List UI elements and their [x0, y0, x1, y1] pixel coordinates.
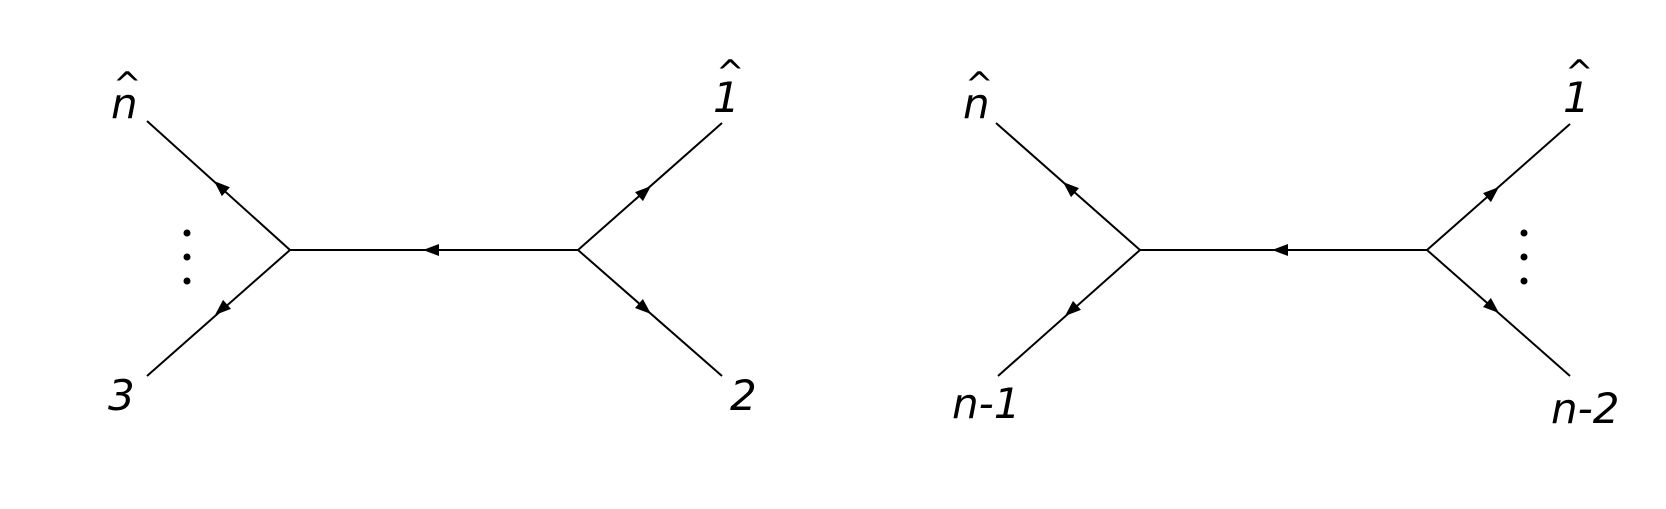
- right-arrow-bottom-left: [1065, 300, 1081, 316]
- right-label-bottom-right: n-2: [1551, 384, 1620, 433]
- left-ellipsis-dot-1: [183, 229, 191, 237]
- right-edge-top-right: [1426, 123, 1571, 251]
- left-ellipsis-dot-2: [183, 253, 191, 261]
- left-label-top-left: n: [111, 79, 138, 128]
- right-label-top-left-hat: ^: [965, 65, 994, 105]
- right-label-top-right: 1: [1563, 73, 1590, 122]
- right-label-top-right-hat: ^: [1565, 53, 1594, 93]
- left-label-top-right-hat: ^: [716, 53, 745, 93]
- left-arrow-propagator: [423, 244, 439, 256]
- left-arrow-bottom-left: [215, 299, 231, 315]
- left-label-bottom-left: 3: [108, 371, 135, 420]
- right-ellipsis-dot-1: [1520, 229, 1528, 237]
- right-ellipsis: [1520, 229, 1528, 285]
- left-label-top-left-hat: ^: [113, 65, 142, 105]
- left-ellipsis: [183, 229, 191, 285]
- right-label-bottom-left: n-1: [952, 379, 1021, 428]
- left-label-top-right: 1: [713, 73, 740, 122]
- left-arrow-top-left: [214, 181, 230, 197]
- diagram-right: ^ n n-1 ^ 1 n-2: [952, 53, 1620, 433]
- right-ellipsis-dot-3: [1520, 277, 1528, 285]
- right-arrow-bottom-right: [1483, 297, 1499, 313]
- diagram-left: ^ n 3 ^ 1 2: [108, 53, 757, 420]
- left-arrow-top-right: [635, 186, 651, 202]
- right-label-top-left: n: [963, 79, 990, 128]
- left-label-bottom-right: 2: [730, 371, 757, 420]
- right-arrow-top-left: [1063, 182, 1079, 198]
- right-ellipsis-dot-2: [1520, 253, 1528, 261]
- right-edge-bottom-right: [1426, 249, 1571, 377]
- right-arrow-top-right: [1483, 187, 1499, 203]
- left-arrow-bottom-right: [635, 298, 651, 314]
- left-ellipsis-dot-3: [183, 277, 191, 285]
- right-arrow-propagator: [1272, 244, 1288, 256]
